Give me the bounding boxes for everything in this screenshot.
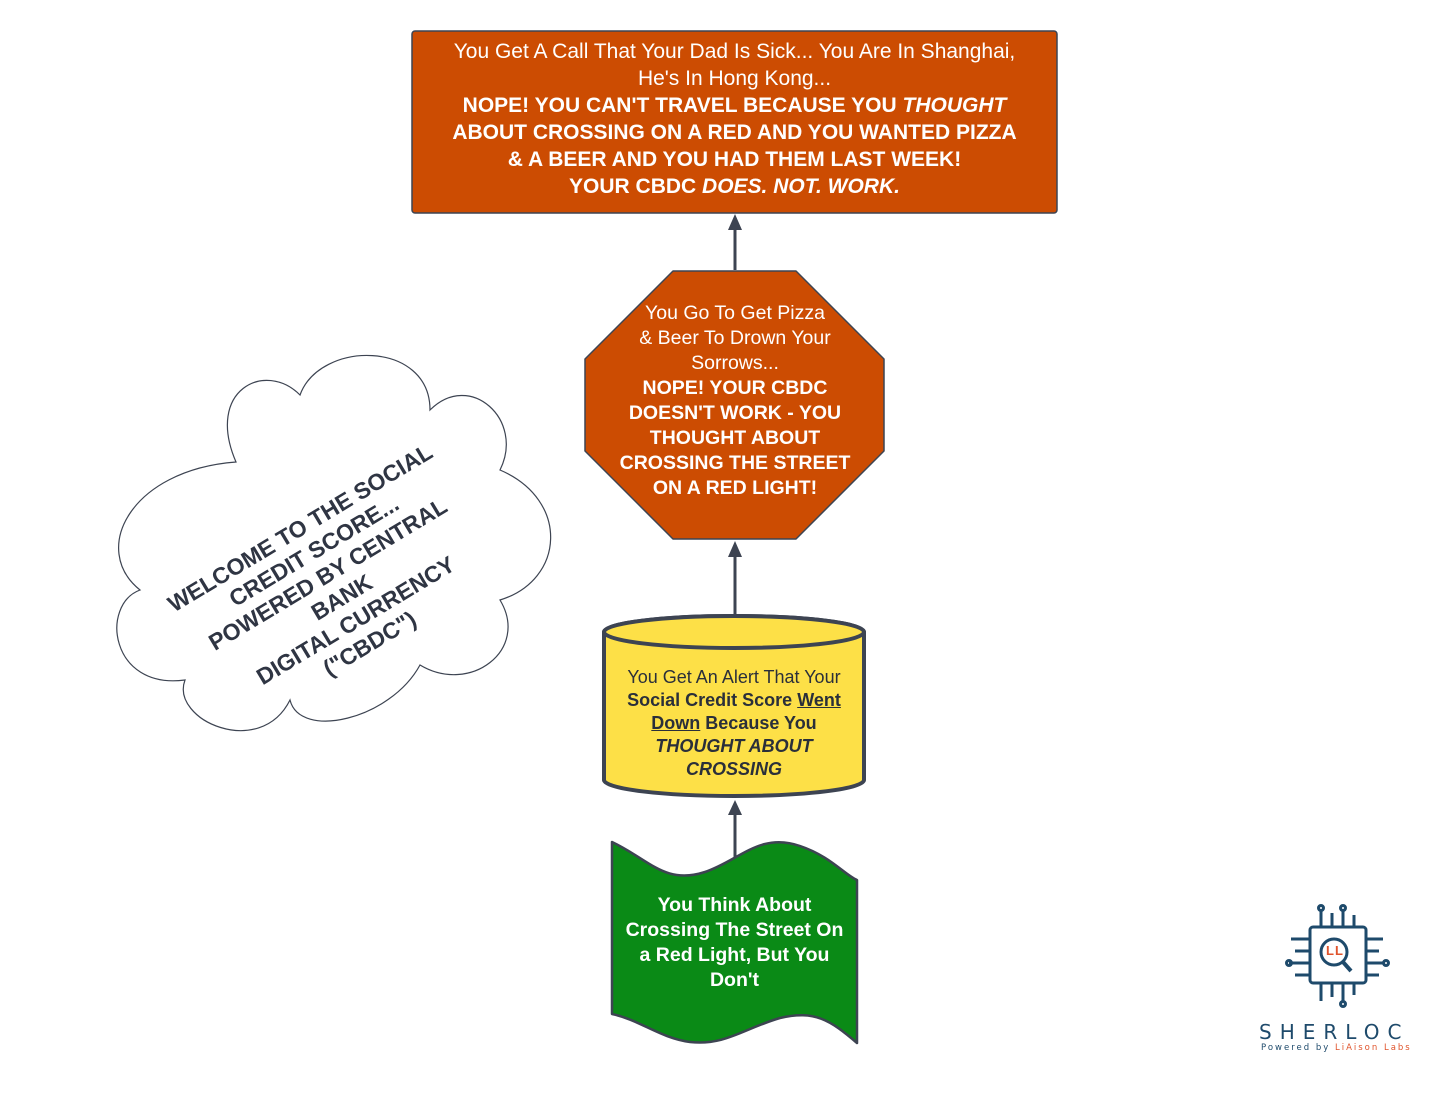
logo-tagline-brand: LiAison Labs: [1334, 1043, 1412, 1053]
octagon-text: You Go To Get Pizza & Beer To Drown Your…: [595, 301, 875, 501]
octagon-line-7: CROSSING THE STREET: [619, 452, 851, 474]
database-top-ellipse: [602, 614, 866, 650]
arrowhead-db: [728, 800, 742, 815]
wavy-document-shape: [610, 840, 859, 1045]
octagon-line-4: NOPE! YOUR CBDC: [642, 377, 828, 399]
top-box-line-4: ABOUT CROSSING ON A RED AND YOU WANTED P…: [452, 121, 1017, 144]
database-line-2-b: Went: [797, 690, 841, 710]
top-box-line-6-b: DOES. NOT. WORK.: [702, 175, 900, 198]
database-line-2: Social Credit Score Went: [610, 689, 858, 712]
database-line-3-a: Down: [651, 713, 701, 733]
top-box-line-3-a: NOPE! YOU CAN'T TRAVEL BECAUSE YOU: [462, 94, 903, 117]
top-box-line-6: YOUR CBDC DOES. NOT. WORK.: [416, 173, 1053, 200]
top-box-line-2: He's In Hong Kong...: [637, 67, 832, 90]
top-process-box: [411, 30, 1058, 214]
database-line-5: CROSSING: [685, 759, 782, 779]
database-line-3-b: Because You: [700, 713, 817, 733]
database-line-1: You Get An Alert That Your: [627, 667, 841, 687]
document-line-2: Crossing The Street On: [625, 919, 844, 941]
document-line-1: You Think About: [657, 894, 812, 916]
octagon-line-6: THOUGHT ABOUT: [649, 427, 821, 449]
top-box-line-6-a: YOUR CBDC: [569, 175, 703, 198]
octagon-line-8: ON A RED LIGHT!: [652, 477, 818, 499]
document-line-3: a Red Light, But You: [639, 944, 830, 966]
logo-icon-letters: LL: [1326, 943, 1344, 958]
top-box-line-3-b: THOUGHT: [902, 94, 1007, 117]
document-text: You Think About Crossing The Street On a…: [614, 893, 855, 993]
thought-cloud: [116, 355, 552, 731]
octagon-line-1: You Go To Get Pizza: [645, 302, 825, 324]
sherloc-logo-icon: [1285, 904, 1390, 1008]
top-box-text: You Get A Call That Your Dad Is Sick... …: [416, 38, 1053, 200]
logo-tagline: Powered by LiAison Labs: [1261, 1043, 1412, 1053]
database-line-2-a: Social Credit Score: [627, 690, 798, 710]
octagon-line-2: & Beer To Drown Your: [639, 327, 831, 349]
database-text: You Get An Alert That Your Social Credit…: [610, 666, 858, 781]
top-box-line-5: & A BEER AND YOU HAD THEM LAST WEEK!: [507, 148, 962, 171]
octagon-line-5: DOESN'T WORK - YOU: [628, 402, 842, 424]
arrowhead-octagon: [728, 541, 742, 557]
database-line-4: THOUGHT ABOUT: [655, 736, 813, 756]
logo-tagline-prefix: Powered by: [1261, 1043, 1335, 1053]
top-box-line-3: NOPE! YOU CAN'T TRAVEL BECAUSE YOU THOUG…: [416, 92, 1053, 119]
database-line-3: Down Because You: [610, 712, 858, 735]
top-box-line-1: You Get A Call That Your Dad Is Sick... …: [453, 40, 1016, 63]
arrowhead-top: [728, 214, 742, 230]
document-line-4: Don't: [709, 969, 760, 991]
logo-wordmark: SHERLOC: [1259, 1020, 1410, 1044]
octagon-line-3: Sorrows...: [691, 352, 779, 374]
stop-octagon: [584, 270, 885, 540]
